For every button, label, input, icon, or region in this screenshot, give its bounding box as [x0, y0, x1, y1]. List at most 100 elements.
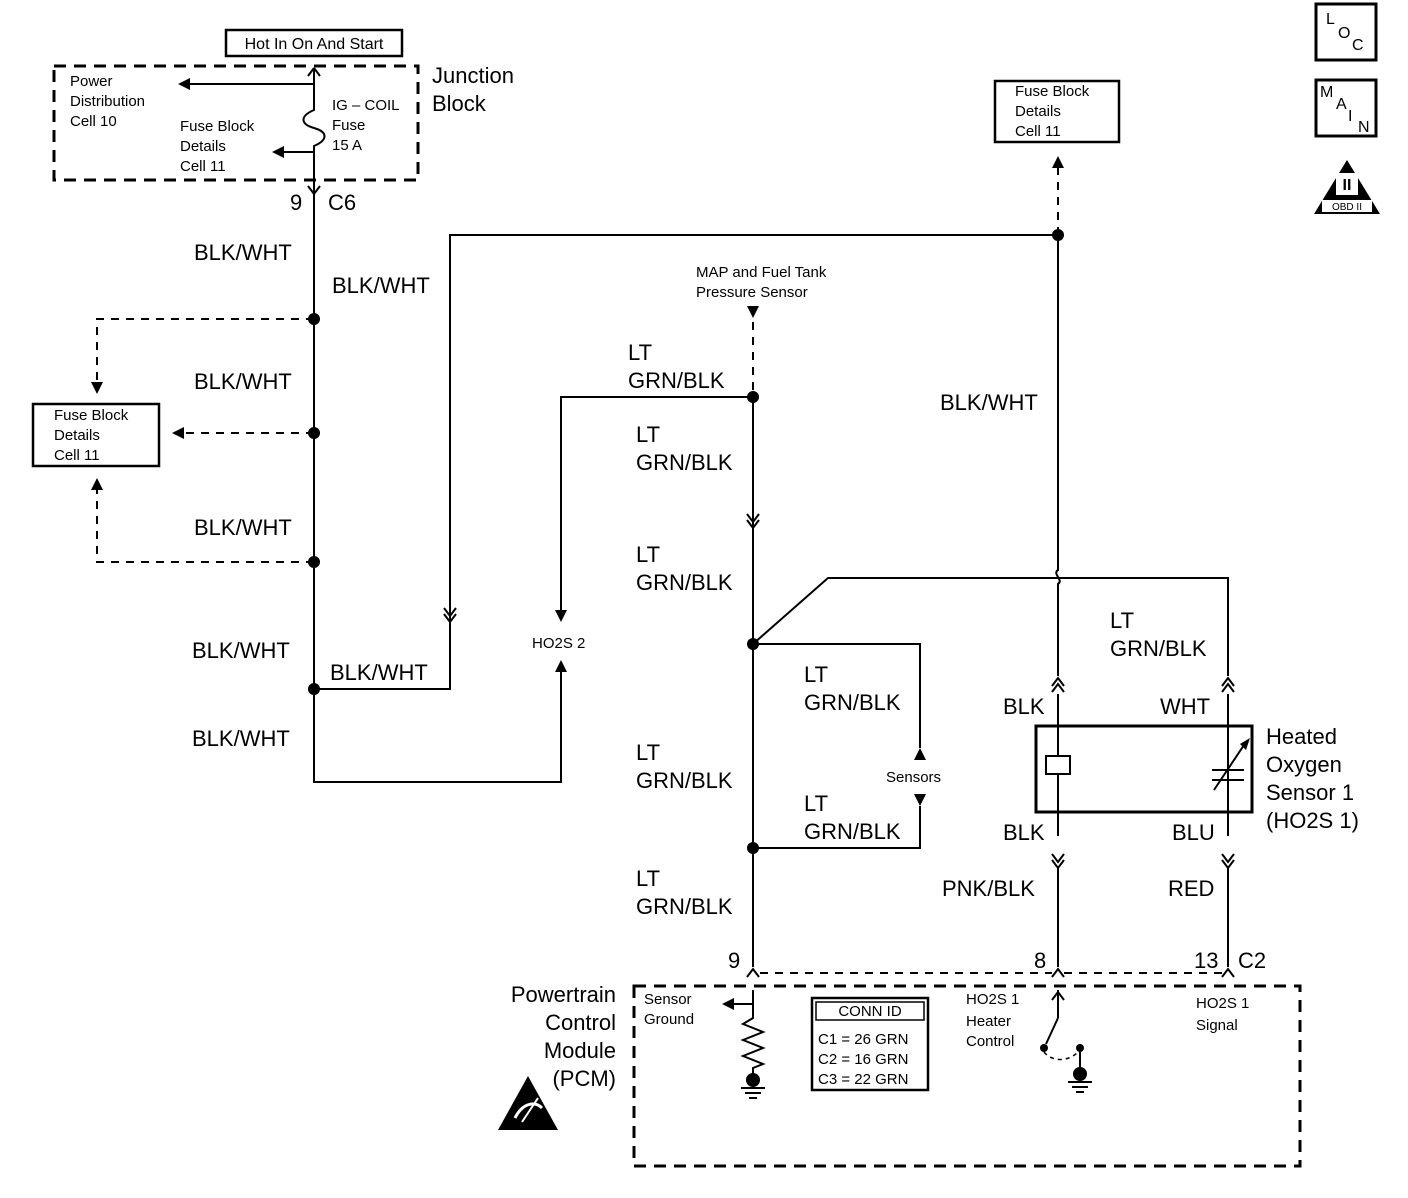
heater-control-label-3: Control: [966, 1033, 1014, 1050]
ho2s2-upper-wire: [560, 396, 753, 612]
hot-in-label: Hot In On And Start: [245, 36, 384, 53]
sensors-label: Sensors: [886, 769, 941, 786]
sensor-ground-label-2: Ground: [644, 1011, 694, 1028]
svg-text:L: L: [1326, 11, 1335, 28]
wire-label-c2a: LT: [636, 422, 660, 447]
c2-pin-9: 9: [728, 948, 740, 973]
wire-label-c1a: LT: [628, 340, 652, 365]
wire-label-su-b: GRN/BLK: [804, 690, 901, 715]
fuse-block-right-1: Fuse Block: [1015, 83, 1090, 100]
wire-label-c2b: GRN/BLK: [636, 450, 733, 475]
ho2s1-label-4: (HO2S 1): [1266, 808, 1359, 833]
map-sensor-label-2: Pressure Sensor: [696, 284, 808, 301]
svg-text:II: II: [1343, 177, 1352, 194]
c2-pin-8: 8: [1034, 948, 1046, 973]
fuse-label: Fuse: [332, 117, 365, 134]
wire-label-c4a: LT: [636, 740, 660, 765]
svg-text:O: O: [1338, 25, 1350, 42]
power-dist-label-1: Power: [70, 73, 113, 90]
wire-label-wht: WHT: [1160, 694, 1210, 719]
wire-label-c4b: GRN/BLK: [636, 768, 733, 793]
conn-id-row-1: C1 = 26 GRN: [818, 1031, 908, 1048]
wire-label-su-a: LT: [804, 662, 828, 687]
blk-wht-main-wire: [313, 194, 562, 783]
ho2s2-lower-arrow: [555, 660, 567, 672]
loc-icon[interactable]: L O C: [1314, 2, 1378, 62]
wire-label-blk-top: BLK: [1003, 694, 1045, 719]
fuse-details-top-1: Fuse Block: [180, 118, 255, 135]
c6-label: C6: [328, 190, 356, 215]
ho2s2-upper-arrow: [555, 610, 567, 622]
wire-label-l2: BLK/WHT: [194, 369, 292, 394]
ig-coil-fuse: [178, 67, 326, 196]
c2-pin-13: 13: [1194, 948, 1218, 973]
red-wire: [1221, 853, 1235, 967]
power-dist-label-2: Distribution: [70, 93, 145, 110]
svg-text:M: M: [1320, 84, 1333, 101]
wire-label-pnk-blk: PNK/BLK: [942, 876, 1035, 901]
ho2s1-box: [1034, 724, 1254, 814]
heater-control-label-2: Heater: [966, 1013, 1011, 1030]
ho2s1-label-1: Heated: [1266, 724, 1337, 749]
sensors-upper-wire: [753, 643, 921, 748]
dashed-link-bottom: [96, 490, 314, 563]
wire-label-l1: BLK/WHT: [194, 240, 292, 265]
fuse-block-left-1: Fuse Block: [54, 407, 129, 424]
ho2s2-label: HO2S 2: [532, 635, 585, 652]
svg-text:C: C: [1352, 37, 1364, 54]
fuse-block-left-2: Details: [54, 427, 100, 444]
fuse-block-right-3: Cell 11: [1015, 123, 1061, 140]
sensors-lower-wire: [753, 806, 921, 849]
pcm-label-3: Module: [544, 1038, 616, 1063]
fuse-rating: 15 A: [332, 137, 362, 154]
junction-block-box: [52, 64, 420, 182]
wire-label-right-feed: BLK/WHT: [940, 390, 1038, 415]
conn-id-title: CONN ID: [838, 1003, 902, 1020]
ho2s1-signal-label-1: HO2S 1: [1196, 995, 1249, 1012]
conn-id-box: [810, 996, 930, 1092]
fuse-block-left-box: [31, 402, 161, 468]
wire-label-c5b: GRN/BLK: [636, 894, 733, 919]
wire-label-sl-b: GRN/BLK: [804, 819, 901, 844]
heater-control-label-1: HO2S 1: [966, 991, 1019, 1008]
heater-control-switch: [1040, 990, 1092, 1093]
pcm-label-2: Control: [545, 1010, 616, 1035]
main-icon[interactable]: M A I N: [1314, 78, 1378, 138]
power-dist-label-3: Cell 10: [70, 113, 117, 130]
svg-text:N: N: [1358, 119, 1370, 136]
svg-text:A: A: [1336, 96, 1347, 113]
esd-warning-icon: [498, 1076, 558, 1130]
hot-in-label-box: [224, 28, 404, 58]
wire-label-l5: BLK/WHT: [192, 726, 290, 751]
fuse-details-top-3: Cell 11: [180, 158, 226, 175]
blk-wht-right-feed: [1055, 235, 1061, 676]
junction-block-label-2: Block: [432, 91, 487, 116]
map-sensor-arrow: [747, 306, 759, 318]
fuse-details-top-2: Details: [180, 138, 226, 155]
fuse-block-right-box: [993, 79, 1121, 144]
wire-label-blu: BLU: [1172, 820, 1215, 845]
ig-coil-label: IG – COIL: [332, 97, 400, 114]
wire-label-l3: BLK/WHT: [194, 515, 292, 540]
wire-label-c3a: LT: [636, 542, 660, 567]
wire-label-hg-a: LT: [1110, 608, 1134, 633]
wire-label-c1b: GRN/BLK: [628, 368, 725, 393]
wire-label-blk-bottom: BLK: [1003, 820, 1045, 845]
svg-text:OBD II: OBD II: [1332, 202, 1362, 213]
junction-block-label-1: Junction: [432, 63, 514, 88]
ho2s1-signal-label-2: Signal: [1196, 1017, 1238, 1034]
fuse-block-left-3: Cell 11: [54, 447, 100, 464]
wire-label-upper: BLK/WHT: [332, 273, 430, 298]
wire-label-red: RED: [1168, 876, 1214, 901]
pcm-label-4: (PCM): [552, 1066, 616, 1091]
pnk-blk-wire: [1051, 853, 1065, 967]
ho2s1-label-2: Oxygen: [1266, 752, 1342, 777]
sensor-ground-label-1: Sensor: [644, 991, 692, 1008]
blk-wht-upper-branch: [314, 234, 1058, 690]
pcm-label-1: Powertrain: [511, 982, 616, 1007]
wire-label-sl-a: LT: [804, 791, 828, 816]
obd-ii-icon[interactable]: II OBD II: [1314, 160, 1380, 214]
pcm-box: [632, 984, 1302, 1168]
wire-label-l4: BLK/WHT: [192, 638, 290, 663]
